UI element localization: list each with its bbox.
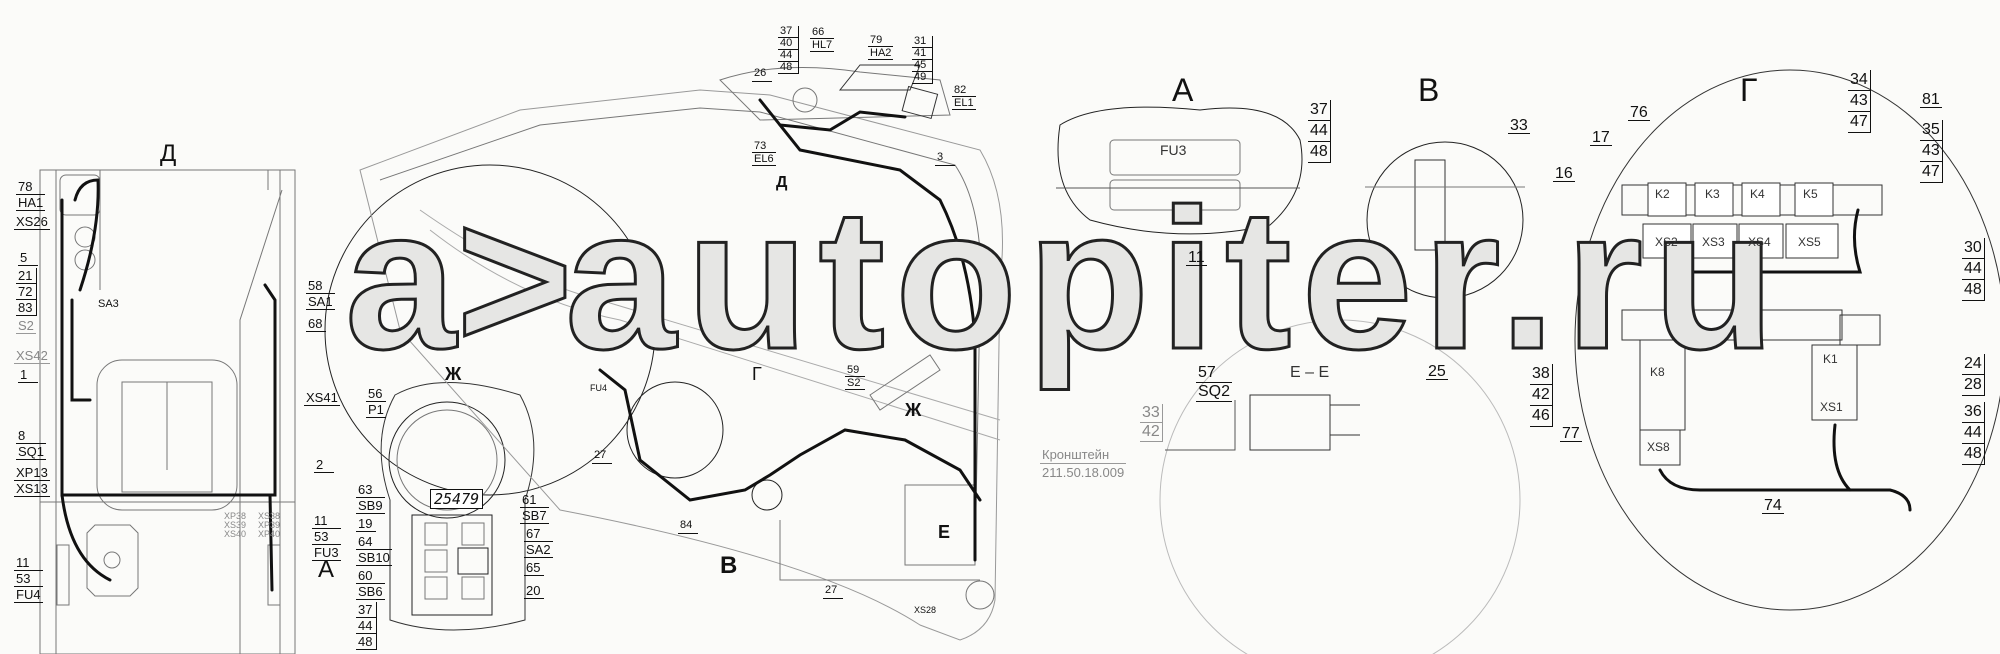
socket-xs3-label: XS3	[1702, 235, 1725, 249]
callout-74: 74	[1762, 497, 1784, 514]
callout-xs42: XS42	[14, 348, 50, 364]
callout-27-right: 27	[823, 583, 843, 599]
section-e-marker: Е	[938, 522, 951, 542]
view-zh-marker: Ж	[445, 364, 462, 384]
callout-26: 26	[752, 66, 772, 82]
socket-xs1-label: XS1	[1820, 400, 1843, 414]
callout-20: 20	[524, 583, 544, 599]
relay-k4-label: K4	[1750, 187, 1765, 201]
view-a-title: А	[1172, 72, 1194, 108]
callout-1: 1	[18, 367, 38, 383]
view-g-title: Г	[1740, 72, 1758, 108]
watermark-text: autopiter.ru	[563, 168, 1786, 391]
callout-xs26: XS26	[14, 214, 50, 230]
relay-k8-label: K8	[1650, 365, 1665, 379]
callout-xs28: XS28	[914, 605, 937, 615]
socket-xs5-label: XS5	[1798, 235, 1821, 249]
callout-76: 76	[1628, 104, 1650, 121]
callout-17: 17	[1590, 129, 1612, 146]
odometer-display: 25479	[430, 489, 484, 509]
seat-outline	[96, 359, 238, 511]
callout-16: 16	[1553, 165, 1575, 182]
socket-xs8-label: XS8	[1647, 440, 1670, 454]
callout-19: 19	[356, 516, 376, 532]
callout-33-view-b: 33	[1508, 117, 1530, 134]
fu3-label: FU3	[1160, 142, 1187, 158]
socket-xs4-label: XS4	[1748, 235, 1771, 249]
callout-5: 5	[18, 250, 38, 266]
relay-k5-label: K5	[1803, 187, 1818, 201]
callout-65: 65	[524, 560, 544, 576]
section-e-e-label: Е – Е	[1290, 364, 1330, 381]
callout-11-view-a: 11	[1186, 249, 1207, 266]
view-b-title: В	[1418, 72, 1440, 108]
callout-sa3: SA3	[98, 298, 119, 310]
view-g-marker: Г	[752, 364, 762, 384]
relay-k2-label: K2	[1655, 187, 1670, 201]
relay-k1-label: K1	[1823, 352, 1838, 366]
callout-25: 25	[1426, 363, 1448, 380]
callout-2: 2	[314, 457, 334, 473]
view-d-marker: Д	[776, 174, 788, 191]
view-d-title: Д	[160, 140, 177, 167]
relay-k3-label: K3	[1705, 187, 1720, 201]
view-a-arrow-marker: А	[318, 556, 335, 583]
view-zh-arrow-marker: Ж	[905, 400, 922, 420]
callout-fu4-machine: FU4	[590, 383, 608, 393]
callout-68: 68	[306, 316, 326, 332]
cab-frame-outline	[39, 169, 296, 654]
view-b-marker: В	[720, 552, 738, 579]
wire-harness	[60, 98, 1912, 592]
callout-81: 81	[1920, 91, 1942, 108]
callout-s2: S2	[16, 318, 36, 334]
socket-xs2-label: XS2	[1655, 235, 1678, 249]
callout-xs41: XS41	[304, 390, 340, 406]
callout-77: 77	[1560, 425, 1582, 442]
watermark-mark: a>	[343, 168, 574, 391]
callout-27-left: 27	[592, 448, 612, 464]
callout-3: 3	[935, 150, 955, 166]
callout-84: 84	[678, 518, 698, 534]
